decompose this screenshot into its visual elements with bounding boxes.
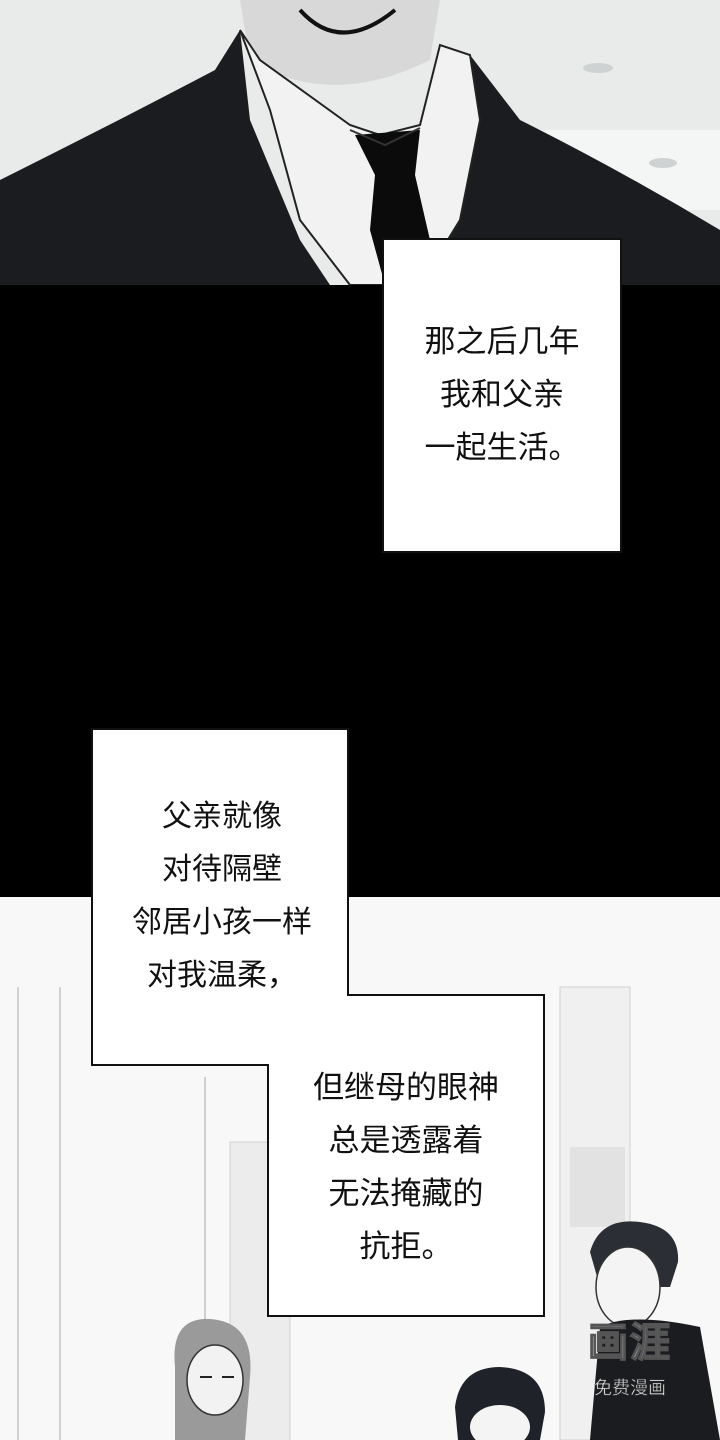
caption-3-line-2: 总是透露着 (328, 1123, 484, 1159)
caption-1-line-2: 我和父亲 (440, 377, 564, 413)
caption-2-line-1: 父亲就像 (162, 799, 282, 834)
caption-3-line-4: 抗拒。 (359, 1229, 453, 1265)
caption-2-line-3: 邻居小孩一样 (132, 905, 312, 940)
caption-3-line-1: 但继母的眼神 (313, 1070, 499, 1106)
caption-2-text: 父亲就像 对待隔壁 邻居小孩一样 对我温柔， (95, 790, 349, 995)
caption-1-text: 那之后几年 我和父亲 一起生活。 (425, 316, 580, 475)
caption-1-line-3: 一起生活。 (424, 430, 580, 466)
caption-3-line-3: 无法掩藏的 (328, 1176, 484, 1212)
watermark: 画涯 免费漫画 (560, 1310, 700, 1400)
caption-2-line-4: 对我温柔， (147, 958, 297, 993)
suit-man-illustration (0, 0, 720, 285)
caption-box-1: 那之后几年 我和父亲 一起生活。 (382, 238, 622, 553)
caption-2-line-2: 对待隔壁 (162, 852, 282, 887)
panel-suit-man (0, 0, 720, 285)
caption-1-line-1: 那之后几年 (424, 324, 580, 360)
caption-3-text: 但继母的眼神 总是透露着 无法掩藏的 抗拒。 (268, 1062, 544, 1312)
watermark-logo: 画涯 (587, 1319, 672, 1367)
watermark-subtitle: 免费漫画 (594, 1378, 667, 1400)
